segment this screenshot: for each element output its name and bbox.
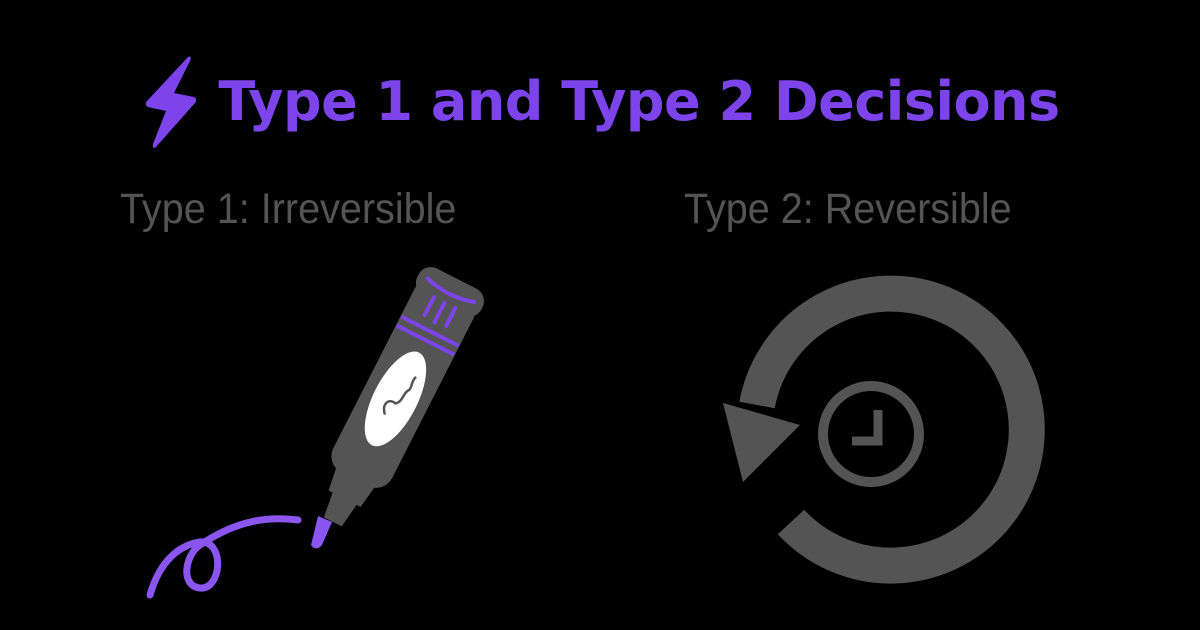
- type-1-label: Type 1: Irreversible: [120, 185, 457, 233]
- header: Type 1 and Type 2 Decisions: [0, 52, 1200, 152]
- lightning-bolt-icon: [146, 56, 197, 148]
- page-title: Type 1 and Type 2 Decisions: [218, 70, 1060, 133]
- type-2-label: Type 2: Reversible: [684, 185, 1012, 233]
